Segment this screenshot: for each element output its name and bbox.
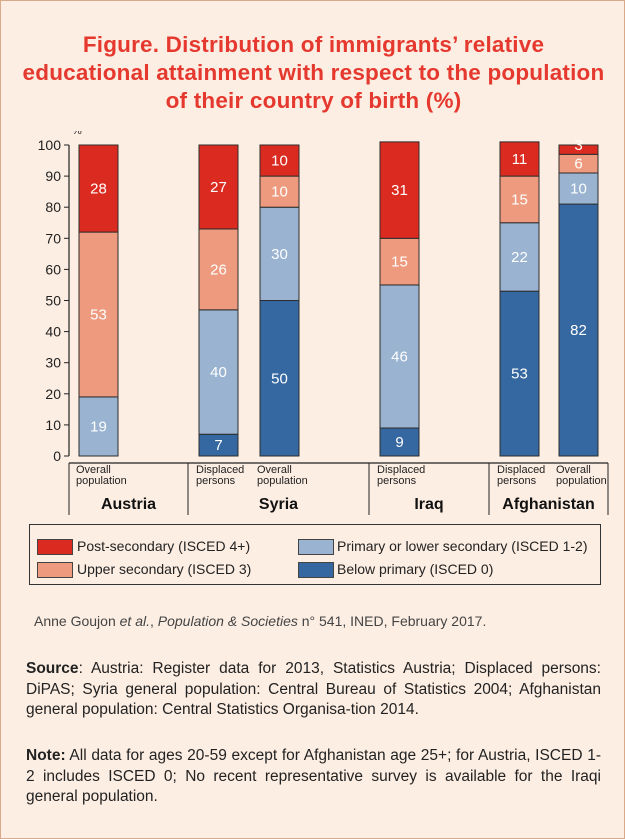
bar-segment-post-secondary [198, 144, 239, 230]
credit-rest: n° 541, INED, February 2017. [297, 613, 487, 629]
data-label: 10 [271, 153, 288, 170]
data-label: 40 [210, 364, 227, 381]
y-tick-label: 70 [45, 230, 61, 246]
data-label: 53 [511, 366, 528, 383]
bar-segment-below-primary [558, 203, 599, 457]
bar-label: population [76, 475, 127, 487]
y-tick-label: 90 [45, 168, 61, 184]
bar-label: Overall [556, 464, 591, 476]
legend-frame [29, 524, 601, 585]
data-label: 50 [271, 370, 288, 387]
y-tick-label: 80 [45, 199, 61, 215]
bar-label: Overall [257, 464, 292, 476]
credit-authors: Anne Goujon [34, 613, 120, 629]
legend-swatch-upper-secondary [37, 562, 73, 578]
source-text: : Austria: Register data for 2013, Stati… [26, 660, 601, 718]
data-label: 28 [90, 181, 107, 198]
data-label: 15 [511, 191, 528, 208]
bar-label: persons [497, 475, 537, 487]
bar-segment-post-secondary [499, 141, 540, 177]
bar-segment-post-secondary [78, 144, 119, 233]
bar-segment-below-primary [499, 290, 540, 457]
bar-label: population [257, 475, 308, 487]
legend-label-primary-lower-secondary: Primary or lower secondary (ISCED 1-2) [337, 538, 588, 554]
data-label: 15 [391, 254, 408, 271]
data-label: 19 [90, 418, 107, 435]
note-paragraph: Note: All data for ages 20-59 except for… [26, 746, 601, 808]
bar-label: Displaced [377, 464, 425, 476]
bar-segment-upper-secondary [499, 175, 540, 224]
bar-segment-post-secondary [259, 144, 300, 177]
bar-label: persons [196, 475, 236, 487]
data-label: 10 [271, 184, 288, 201]
country-label: Syria [259, 496, 298, 513]
credit-sep: , [149, 613, 158, 629]
bar-segment-primary-lower-secondary [379, 284, 420, 429]
bar-label: Displaced [497, 464, 545, 476]
legend-swatch-below-primary [298, 562, 334, 578]
bar-segment-primary-lower-secondary [558, 172, 599, 205]
country-label: Afghanistan [502, 496, 594, 513]
bar-segment-primary-lower-secondary [78, 396, 119, 457]
source-label: Source [26, 660, 79, 677]
y-tick-label: 60 [45, 261, 61, 277]
legend-label-upper-secondary: Upper secondary (ISCED 3) [77, 561, 252, 577]
stacked-bar-chart: % 0 10 20 30 40 50 60 70 80 90 100 19 53 28 7 40 26 27 50 3… [38, 131, 609, 515]
data-label: 82 [570, 322, 587, 339]
bar-segment-primary-lower-secondary [198, 309, 239, 435]
data-label: 22 [511, 249, 528, 266]
bar-segment-primary-lower-secondary [499, 222, 540, 292]
data-label: 31 [391, 182, 408, 199]
credit-journal: Population & Societies [157, 613, 298, 629]
y-tick-label: 10 [45, 417, 61, 433]
country-label: Iraq [414, 496, 443, 513]
data-label: 10 [570, 181, 587, 198]
bar-label: population [556, 475, 607, 487]
data-label: 46 [391, 348, 408, 365]
y-tick-label: 30 [45, 355, 61, 371]
bar-segment-primary-lower-secondary [259, 206, 300, 301]
credit-etal: et al. [119, 613, 150, 629]
y-tick-label: 50 [45, 293, 61, 309]
data-label: 30 [271, 246, 288, 263]
y-axis: % 0 10 20 30 40 50 60 70 80 90 100 [38, 131, 82, 464]
y-tick-label: 40 [45, 324, 61, 340]
legend-label-post-secondary: Post-secondary (ISCED 4+) [77, 538, 251, 554]
y-tick-label: 20 [45, 386, 61, 402]
category-labels: OverallpopulationDisplacedpersonsOverall… [68, 462, 609, 515]
bar-segment-post-secondary [379, 141, 420, 239]
note-text: All data for ages 20-59 except for Afgha… [26, 747, 601, 805]
data-label: 3 [574, 137, 582, 154]
data-label: 26 [210, 261, 227, 278]
bar-segment-upper-secondary [379, 237, 420, 286]
legend: Post-secondary (ISCED 4+) Upper secondar… [29, 524, 601, 585]
data-label: 7 [214, 437, 222, 454]
legend-swatch-primary-lower-secondary [298, 539, 334, 555]
figure-credit: Anne Goujon et al., Population & Societi… [34, 613, 486, 629]
bar-segment-below-primary [379, 427, 420, 457]
note-label: Note: [26, 747, 66, 764]
legend-label-below-primary: Below primary (ISCED 0) [337, 561, 494, 577]
data-label: 27 [210, 179, 227, 196]
data-label: 53 [90, 306, 107, 323]
legend-swatch-post-secondary [37, 539, 73, 555]
source-paragraph: Source: Austria: Register data for 2013,… [26, 659, 601, 721]
chart-title: Figure. Distribution of immigrants’ rela… [22, 32, 605, 113]
y-axis-unit: % [72, 131, 82, 137]
data-label: 11 [512, 151, 528, 168]
bar-segment-upper-secondary [198, 228, 239, 311]
y-tick-label: 100 [38, 137, 62, 153]
y-tick-label: 0 [53, 448, 61, 464]
bar-label: persons [377, 475, 417, 487]
bars-group: 19 53 28 7 40 26 27 50 30 10 10 9 46 15 31 53 22 15 11 82 10… [78, 137, 599, 457]
bar-label: Displaced [196, 464, 244, 476]
country-label: Austria [101, 496, 156, 513]
data-label: 6 [574, 156, 582, 173]
bar-segment-post-secondary [558, 144, 599, 155]
data-label: 9 [395, 434, 403, 451]
bar-label: Overall [76, 464, 111, 476]
